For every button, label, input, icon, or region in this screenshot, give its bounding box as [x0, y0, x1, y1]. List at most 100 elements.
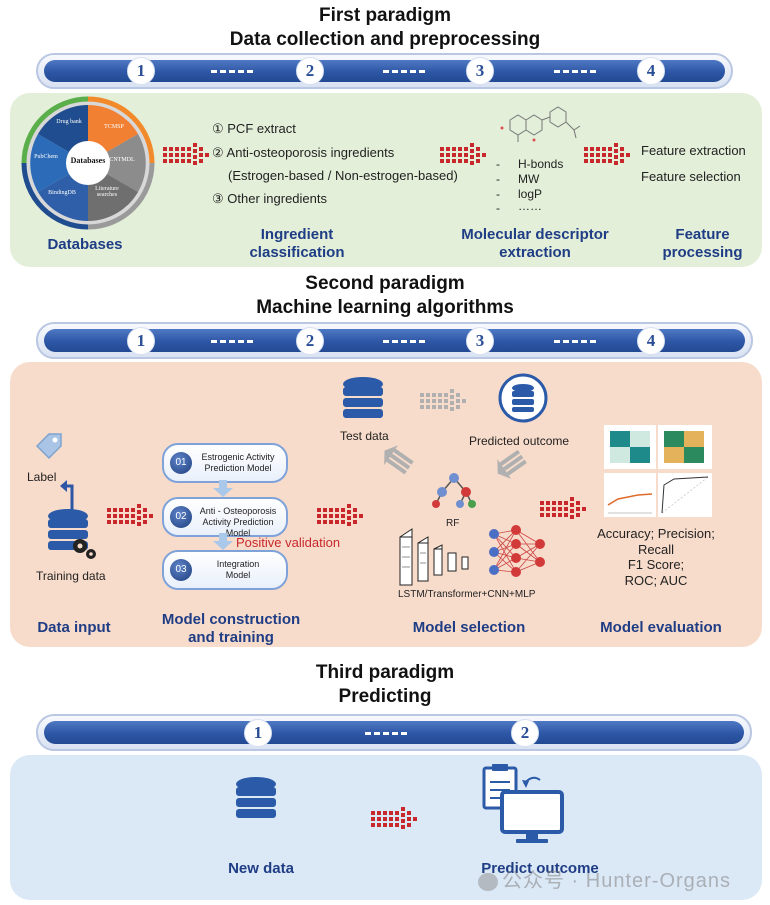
model-number: 02 [170, 506, 192, 528]
predicted-outcome-icon [498, 373, 548, 423]
paradigm3-step-bar: 1 2 [36, 714, 752, 751]
flow-arrow [163, 143, 209, 165]
databases-center-label: Databases [70, 156, 106, 165]
model-name: Estrogenic Activity Prediction Model [201, 452, 275, 473]
db-segment-pubchem: PubChem [34, 154, 58, 160]
step-4: 4 [637, 327, 665, 355]
grey-diagonal-arrow [497, 449, 527, 479]
paradigm1-subtitle: Data collection and preprocessing [229, 29, 541, 50]
test-data-label: Test data [340, 429, 389, 443]
cnn-layers-icon [399, 528, 469, 586]
step-4: 4 [637, 57, 665, 85]
watermark: 公众号 · Hunter-Organs [478, 864, 731, 893]
feature-extraction: Feature extraction [641, 143, 746, 158]
step-1: 1 [127, 327, 155, 355]
predicted-outcome-label: Predicted outcome [469, 434, 570, 448]
label-model-selection: Model selection [412, 619, 526, 636]
label-text: Label [27, 470, 57, 484]
descriptor-mw: MW [518, 172, 540, 186]
descriptor-etc: …… [518, 199, 542, 213]
label-databases: Databases [47, 236, 123, 253]
feature-selection: Feature selection [641, 169, 741, 184]
descriptor-hbonds: H-bonds [518, 157, 564, 171]
step-dash [365, 732, 407, 735]
db-segment-bindingdb: BindingDB [48, 190, 76, 196]
step-2: 2 [511, 719, 539, 747]
step-3: 3 [466, 327, 494, 355]
model-pill-anti-osteoporosis: 02 Anti - Osteoporosis Activity Predicti… [162, 497, 288, 538]
model-pill-integration: 03 Integration Model [162, 550, 288, 590]
descriptor-bullet: - [496, 201, 500, 215]
model-pill-estrogenic: 01 Estrogenic Activity Prediction Model [162, 443, 288, 483]
label-new-data: New data [228, 860, 294, 877]
down-arrow-icon [213, 533, 233, 550]
molecule-structure [500, 106, 581, 142]
paradigm3-subtitle: Predicting [338, 686, 432, 707]
classification-item-2-sub: (Estrogen-based / Non-estrogen-based) [228, 168, 458, 183]
paradigm2-title: Second paradigm [305, 273, 465, 294]
step-1: 1 [244, 719, 272, 747]
new-data-database-icon [236, 777, 276, 818]
flow-arrow [584, 143, 630, 165]
classification-item-1: ① PCF extract [212, 121, 296, 136]
test-database-icon [343, 377, 383, 418]
flow-arrow [540, 497, 586, 519]
descriptor-bullet: - [496, 187, 500, 201]
flow-arrow [107, 504, 153, 526]
predict-monitor-icon [482, 764, 564, 843]
db-segment-literature: Literature searches [95, 186, 119, 198]
label-molecular-descriptor: Molecular descriptor extraction [461, 226, 609, 261]
flow-arrow [317, 504, 363, 526]
paradigm2-subtitle: Machine learning algorithms [256, 297, 514, 318]
mlp-network-icon [489, 525, 545, 577]
paradigm3-panel [10, 755, 762, 900]
classification-item-2: ② Anti-osteoporosis ingredients [212, 145, 395, 160]
flow-arrow [371, 807, 417, 829]
model-number: 01 [170, 452, 192, 474]
training-data-label: Training data [36, 569, 106, 583]
paradigm1-step-bar: 1 2 3 4 [36, 53, 733, 89]
databases-wheel [21, 96, 155, 230]
step-dash [211, 340, 253, 343]
evaluation-metrics: Accuracy; Precision; Recall F1 Score; RO… [597, 526, 715, 588]
descriptor-bullet: - [496, 172, 500, 186]
label-feature-processing: Feature processing [662, 226, 743, 261]
evaluation-plots-thumbnail [604, 425, 712, 517]
grey-diagonal-arrow [384, 445, 414, 475]
step-2: 2 [296, 327, 324, 355]
tag-icon [35, 433, 62, 460]
flow-arrow [440, 143, 486, 165]
db-segment-tcmsp: TCMSP [104, 124, 124, 130]
random-forest-icon [432, 473, 476, 508]
paradigm1-title: First paradigm [319, 5, 451, 26]
step-3: 3 [466, 57, 494, 85]
positive-validation: Positive validation [236, 535, 341, 550]
grey-flow-arrow [420, 389, 466, 411]
paradigm3-title: Third paradigm [315, 662, 455, 683]
step-dash [383, 70, 425, 73]
label-predict-outcome: Predict outcome [481, 860, 599, 877]
label-data-input: Data input [37, 619, 111, 636]
descriptor-logp: logP [518, 187, 543, 201]
deep-models-label: LSTM/Transformer+CNN+MLP [398, 589, 536, 600]
label-model-construction: Model construction and training [161, 611, 301, 646]
step-2: 2 [296, 57, 324, 85]
step-dash [554, 340, 596, 343]
down-arrow-icon [213, 480, 233, 497]
label-ingredient-classification: Ingredient classification [249, 226, 345, 261]
db-segment-drugbank: Drug bank [56, 119, 82, 125]
model-number: 03 [170, 559, 192, 581]
db-segment-cntmdl: CNTMDL [109, 157, 135, 163]
rf-label: RF [446, 518, 460, 529]
step-1: 1 [127, 57, 155, 85]
step-dash [554, 70, 596, 73]
wechat-icon [478, 872, 498, 891]
descriptor-bullet: - [496, 157, 500, 171]
paradigm2-step-bar: 1 2 3 4 [36, 322, 753, 359]
up-arrow-icon [60, 480, 74, 510]
classification-item-3: ③ Other ingredients [212, 191, 327, 206]
step-dash [383, 340, 425, 343]
step-dash [211, 70, 253, 73]
model-name: Integration Model [216, 559, 260, 580]
training-database-icon [48, 509, 96, 559]
